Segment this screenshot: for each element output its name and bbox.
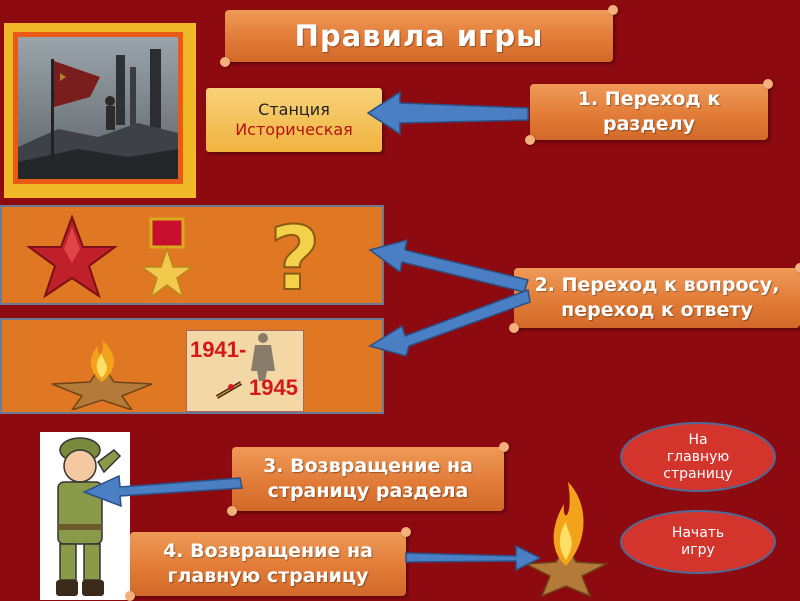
- soldier-card: [40, 432, 130, 600]
- step-2-label: 2. Переход к вопросу, переход к ответу: [509, 263, 800, 333]
- start-game-button-label: Начать игру: [671, 525, 725, 558]
- question-panel-top: ?: [0, 205, 384, 305]
- step-2-text: 2. Переход к вопросу, переход к ответу: [534, 274, 780, 321]
- station-label-line1: Станция: [258, 100, 330, 119]
- year-end: 1945: [249, 375, 298, 400]
- saluting-soldier-icon[interactable]: [44, 432, 126, 600]
- page-title: Правила игры: [220, 5, 618, 67]
- station-label-line2: Историческая: [235, 120, 353, 139]
- start-game-button[interactable]: Начать игру: [620, 510, 776, 574]
- ribbon-icon: [215, 381, 243, 399]
- eternal-flame-home-icon[interactable]: [524, 474, 608, 598]
- step-3-text: 3. Возвращение на страницу раздела: [263, 455, 473, 502]
- photo-frame: [4, 23, 196, 198]
- year-start: 1941-: [190, 337, 247, 362]
- home-page-button[interactable]: На главную страницу: [620, 422, 776, 492]
- svg-text:?: ?: [269, 213, 320, 299]
- question-mark-icon[interactable]: ?: [260, 213, 330, 299]
- step-4-label: 4. Возвращение на главную страницу: [125, 527, 411, 601]
- eternal-flame-icon[interactable]: [42, 324, 162, 410]
- arrow-to-flame: [405, 544, 542, 572]
- step-4-text: 4. Возвращение на главную страницу: [163, 540, 373, 587]
- gold-star-medal-icon[interactable]: [142, 215, 192, 305]
- years-1941-1945-image[interactable]: 1941- 1945: [186, 330, 304, 412]
- step-1-label: 1. Переход к разделу: [525, 79, 773, 145]
- arrow-to-station: [366, 90, 529, 136]
- red-star-icon[interactable]: [26, 213, 118, 299]
- victory-banner-photo: [18, 37, 178, 179]
- station-label[interactable]: Станция Историческая: [206, 88, 382, 152]
- step-1-text: 1. Переход к разделу: [577, 88, 721, 135]
- soldier-monument-icon: [251, 333, 275, 381]
- arrow-to-top-panel: [368, 238, 529, 293]
- home-page-button-label: На главную страницу: [663, 431, 733, 482]
- arrow-to-bottom-panel: [368, 288, 531, 357]
- step-3-label: 3. Возвращение на страницу раздела: [227, 442, 509, 516]
- question-panel-bottom: 1941- 1945: [0, 318, 384, 414]
